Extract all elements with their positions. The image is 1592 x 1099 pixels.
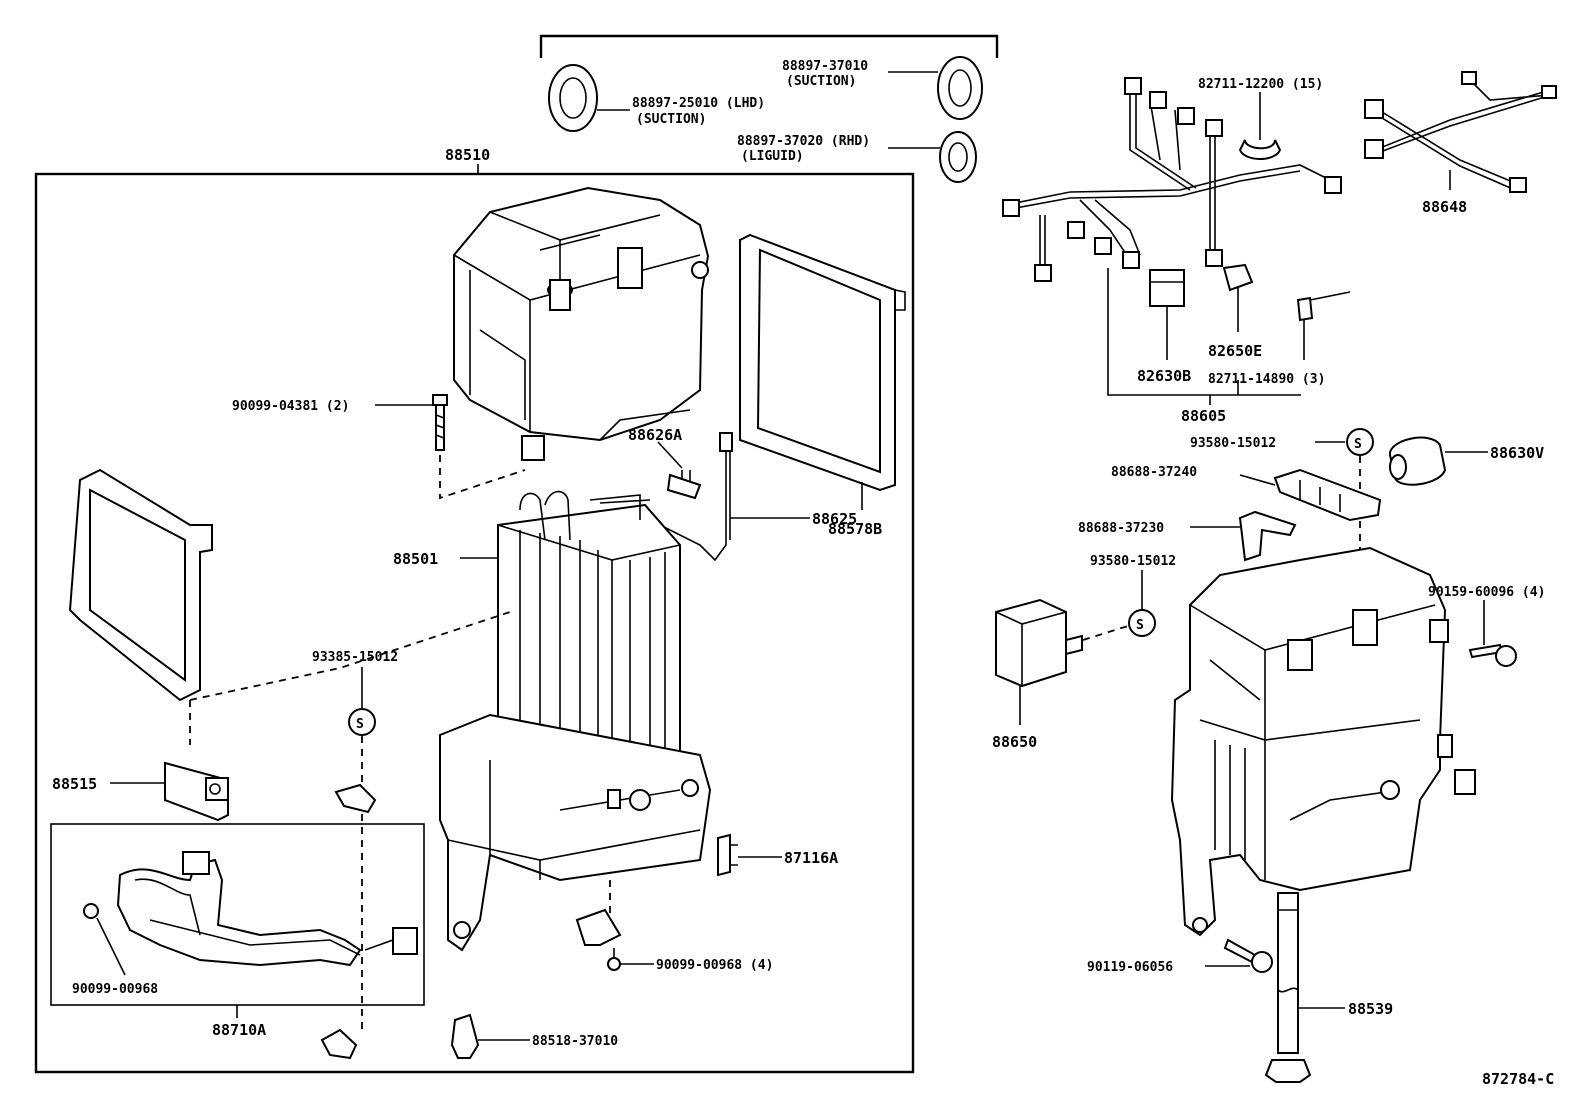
clip-88518-37010[interactable] xyxy=(450,1013,480,1059)
label-88539: 88539 xyxy=(1348,1000,1393,1018)
bracket-lower[interactable] xyxy=(575,908,622,946)
bolt-90099-04381[interactable] xyxy=(432,394,448,451)
label-88605: 88605 xyxy=(1181,407,1226,425)
svg-text:S: S xyxy=(1354,437,1362,452)
seal-frame-88578B[interactable] xyxy=(739,233,906,492)
o-ring-88897-25010[interactable] xyxy=(548,64,598,132)
tube-subgroup-frame xyxy=(50,823,425,1006)
o-ring-group-bracket xyxy=(539,34,999,58)
label-88626A: 88626A xyxy=(628,426,682,444)
label-90099-04381: 90099-04381 (2) xyxy=(232,399,349,414)
o-ring-88897-37020[interactable] xyxy=(939,131,977,183)
bolt-90119-06056[interactable] xyxy=(1223,938,1273,973)
bracket-88688-37230[interactable] xyxy=(1238,510,1297,562)
label-88518-37010: 88518-37010 xyxy=(532,1034,618,1049)
clip-93385-15012[interactable] xyxy=(334,783,377,814)
clamp-82711-12200[interactable] xyxy=(1238,139,1282,160)
thermistor-88626A[interactable] xyxy=(666,470,702,500)
sensor-wire-88625[interactable] xyxy=(639,432,733,562)
label-90119-06056: 90119-06056 xyxy=(1087,960,1173,975)
label-88630V: 88630V xyxy=(1490,444,1544,462)
upper-evaporator-case[interactable] xyxy=(453,186,710,461)
label-88897-37010: 88897-37010 xyxy=(782,59,868,74)
label-90099-00968-4: 90099-00968 (4) xyxy=(656,958,773,973)
label-88897-37020-sub: (LIGUID) xyxy=(741,149,804,164)
label-82711-12200: 82711-12200 (15) xyxy=(1198,77,1323,92)
harness-88648[interactable] xyxy=(1364,71,1557,193)
lower-evaporator-case[interactable] xyxy=(439,713,712,952)
diagram-id: 872784-C xyxy=(1482,1070,1554,1088)
label-90159-60096: 90159-60096 (4) xyxy=(1428,585,1545,600)
label-88710A: 88710A xyxy=(212,1021,266,1039)
label-88501: 88501 xyxy=(393,550,438,568)
label-88625: 88625 xyxy=(812,510,857,528)
connector-82650E[interactable] xyxy=(1222,263,1254,292)
bracket-88688-37240[interactable] xyxy=(1273,468,1382,522)
s-mark-93580-b: S xyxy=(1128,609,1156,637)
label-88578B: 88578B xyxy=(828,520,882,538)
wire-harness-88605[interactable] xyxy=(1002,77,1342,282)
clip-82711-14890[interactable] xyxy=(1296,291,1351,322)
label-88648: 88648 xyxy=(1422,198,1467,216)
screw-90099-00968-4[interactable] xyxy=(607,948,621,971)
drain-hose-88539[interactable] xyxy=(1264,892,1312,1083)
tube-assembly-88710A[interactable] xyxy=(116,851,418,967)
evaporator-group-frame xyxy=(34,172,915,1074)
expansion-valve-88515[interactable] xyxy=(164,761,229,822)
relay-82630B[interactable] xyxy=(1149,269,1185,307)
label-87116A: 87116A xyxy=(784,849,838,867)
label-93580-15012-a: 93580-15012 xyxy=(1190,436,1276,451)
label-88515: 88515 xyxy=(52,775,97,793)
ecu-88650[interactable] xyxy=(995,598,1083,688)
svg-text:S: S xyxy=(356,717,364,732)
label-88688-37240: 88688-37240 xyxy=(1111,465,1197,480)
amplifier-88630V[interactable] xyxy=(1389,436,1447,486)
label-88897-37020: 88897-37020 (RHD) xyxy=(737,134,870,149)
label-88688-37230: 88688-37230 xyxy=(1078,521,1164,536)
label-88650: 88650 xyxy=(992,733,1037,751)
clip-bottom-left[interactable] xyxy=(320,1028,358,1060)
seal-frame-left[interactable] xyxy=(68,468,213,702)
svg-text:S: S xyxy=(1136,618,1144,633)
label-90099-00968: 90099-00968 xyxy=(72,982,158,997)
label-88897-25010-sub: (SUCTION) xyxy=(636,112,706,127)
bolt-90159-60096[interactable] xyxy=(1468,643,1517,667)
s-mark-93385: S xyxy=(348,708,376,736)
label-93580-15012-b: 93580-15012 xyxy=(1090,554,1176,569)
label-88897-37010-sub: (SUCTION) xyxy=(786,74,856,89)
label-88510: 88510 xyxy=(445,146,490,164)
o-ring-88897-37010[interactable] xyxy=(937,56,983,120)
evaporator-unit-assembled[interactable] xyxy=(1170,546,1476,937)
label-82711-14890: 82711-14890 (3) xyxy=(1208,372,1325,387)
label-82630B: 82630B xyxy=(1137,367,1191,385)
label-88897-25010: 88897-25010 (LHD) xyxy=(632,96,765,111)
label-93385-15012: 93385-15012 xyxy=(312,650,398,665)
label-82650E: 82650E xyxy=(1208,342,1262,360)
screw-90099-00968[interactable] xyxy=(83,903,99,919)
clip-87116A[interactable] xyxy=(717,833,738,877)
s-mark-93580-a: S xyxy=(1346,428,1374,456)
